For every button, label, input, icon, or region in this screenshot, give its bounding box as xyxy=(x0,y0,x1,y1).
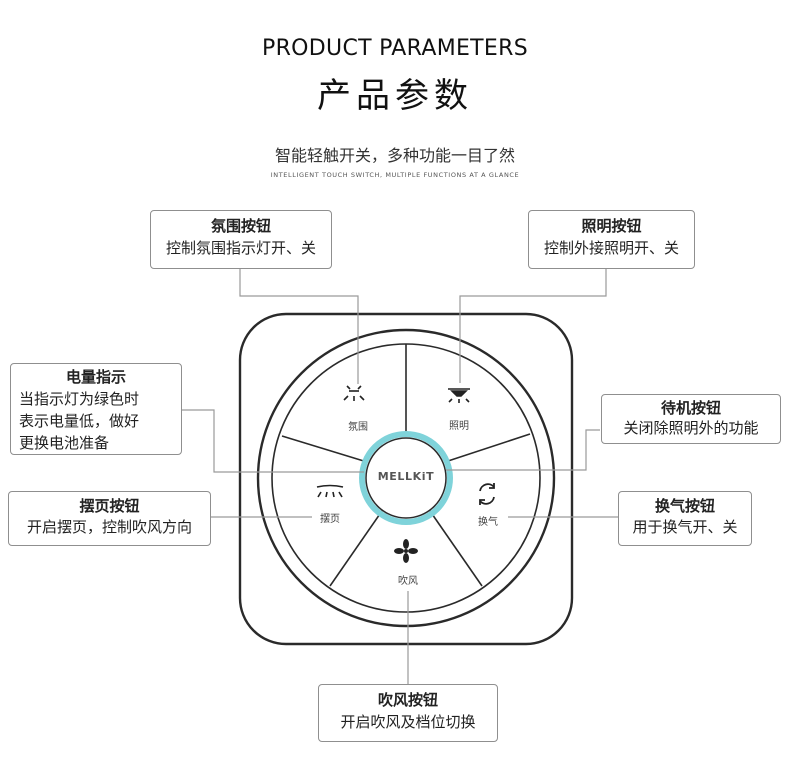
callout-ambient: 氛围按钮 控制氛围指示灯开、关 xyxy=(150,210,332,269)
standby-button[interactable] xyxy=(365,437,447,519)
callout-battery-desc: 当指示灯为绿色时 表示电量低，做好 更换电池准备 xyxy=(19,390,140,452)
callout-standby: 待机按钮 关闭除照明外的功能 xyxy=(601,394,781,444)
subtitle-cn: 智能轻触开关，多种功能一目了然 xyxy=(274,146,515,165)
center-glow-ring xyxy=(359,431,453,525)
callout-lighting-desc: 控制外接照明开、关 xyxy=(543,239,679,257)
callout-ventilation-desc: 用于换气开、关 xyxy=(632,518,738,536)
ambient-light-icon xyxy=(343,385,365,401)
swing-louver-icon xyxy=(316,484,344,498)
brand-logo: MELLKiT xyxy=(377,470,435,483)
callout-swing-desc: 开启摆页，控制吹风方向 xyxy=(26,518,192,536)
segment-label-blow[interactable]: 吹风 xyxy=(398,576,418,587)
callout-blow-title: 吹风按钮 xyxy=(377,691,438,709)
segment-label-swing[interactable]: 摆页 xyxy=(320,514,340,525)
ventilation-cycle-icon xyxy=(479,483,495,505)
title-cn: 产品参数 xyxy=(317,76,473,116)
segment-label-lighting[interactable]: 照明 xyxy=(449,421,469,432)
title-en: PRODUCT PARAMETERS xyxy=(262,36,528,61)
callout-lighting: 照明按钮 控制外接照明开、关 xyxy=(528,210,695,269)
callout-blow: 吹风按钮 开启吹风及档位切换 xyxy=(318,684,498,742)
callout-ventilation-title: 换气按钮 xyxy=(654,497,715,515)
callout-swing: 摆页按钮 开启摆页，控制吹风方向 xyxy=(8,491,211,546)
callout-lighting-title: 照明按钮 xyxy=(581,217,642,235)
leader-lines xyxy=(182,268,618,684)
callout-battery: 电量指示 当指示灯为绿色时 表示电量低，做好 更换电池准备 xyxy=(10,363,182,455)
callout-swing-title: 摆页按钮 xyxy=(79,497,140,515)
fan-icon xyxy=(394,539,418,563)
segment-label-ventilation[interactable]: 换气 xyxy=(478,517,498,528)
callout-ambient-desc: 控制氛围指示灯开、关 xyxy=(165,239,316,257)
ceiling-light-icon xyxy=(448,388,470,403)
callout-standby-desc: 关闭除照明外的功能 xyxy=(623,419,759,437)
callout-standby-title: 待机按钮 xyxy=(660,399,721,417)
callout-ambient-title: 氛围按钮 xyxy=(210,217,271,235)
segment-label-ambient[interactable]: 氛围 xyxy=(348,422,368,433)
callout-battery-title: 电量指示 xyxy=(65,368,126,386)
callout-blow-desc: 开启吹风及档位切换 xyxy=(340,713,476,731)
callout-ventilation: 换气按钮 用于换气开、关 xyxy=(618,491,752,546)
subtitle-en: INTELLIGENT TOUCH SWITCH, MULTIPLE FUNCT… xyxy=(270,171,520,179)
segment-dividers xyxy=(281,344,531,587)
